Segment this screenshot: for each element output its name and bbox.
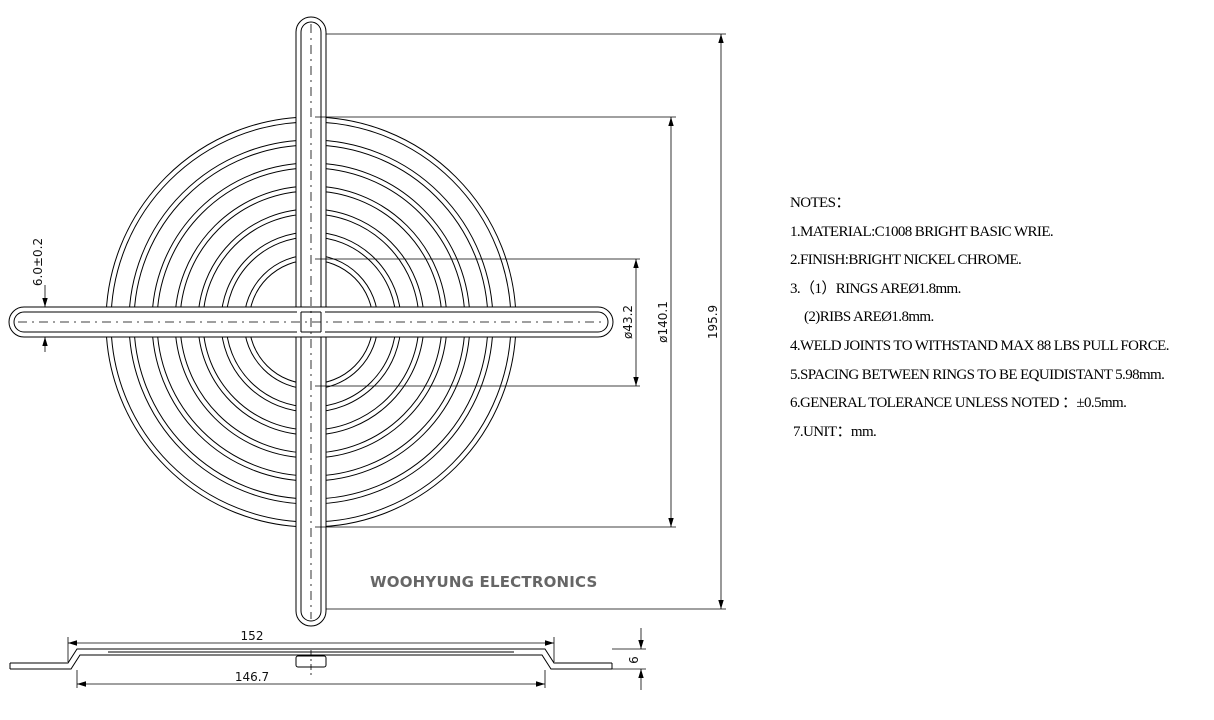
- center-lines: [18, 24, 604, 619]
- side-height-dim-label: 6: [627, 656, 641, 664]
- inner-ring-dim-label: ø43.2: [621, 305, 635, 339]
- side-outer-dim-label: 152: [241, 629, 264, 643]
- note-spacing: 5.SPACING BETWEEN RINGS TO BE EQUIDISTAN…: [790, 366, 1165, 383]
- side-profile-top: [10, 648, 612, 664]
- note-finish: 2.FINISH:BRIGHT NICKEL CHROME.: [790, 252, 1022, 269]
- side-inner-dim-label: 146.7: [235, 670, 269, 684]
- note-material: 1.MATERIAL:C1008 BRIGHT BASIC WRIE.: [790, 223, 1054, 240]
- extension-lines: [30, 33, 726, 610]
- rib-junction: [300, 311, 322, 333]
- notes-block: NOTES： 1.MATERIAL:C1008 BRIGHT BASIC WRI…: [790, 193, 1169, 450]
- overall-dim-label: 195.9: [706, 305, 720, 339]
- note-tolerance: 6.GENERAL TOLERANCE UNLESS NOTED ：±0.5mm…: [790, 395, 1127, 412]
- dimension-lines: [42, 34, 724, 609]
- company-name: WOOHYUNG ELECTRONICS: [370, 573, 598, 591]
- rib-width-dim-label: 6.0±0.2: [31, 238, 45, 286]
- note-ribs: (2)RIBS AREØ1.8mm.: [804, 309, 934, 326]
- note-rings: 3.（1）RINGS AREØ1.8mm.: [790, 280, 961, 297]
- outer-ring-dim-label: ø140.1: [656, 301, 670, 343]
- note-unit: 7.UNIT：mm.: [793, 423, 877, 440]
- note-weld: 4.WELD JOINTS TO WITHSTAND MAX 88 LBS PU…: [790, 337, 1169, 354]
- side-profile-view: [9, 628, 646, 690]
- notes-title: NOTES：: [790, 195, 850, 211]
